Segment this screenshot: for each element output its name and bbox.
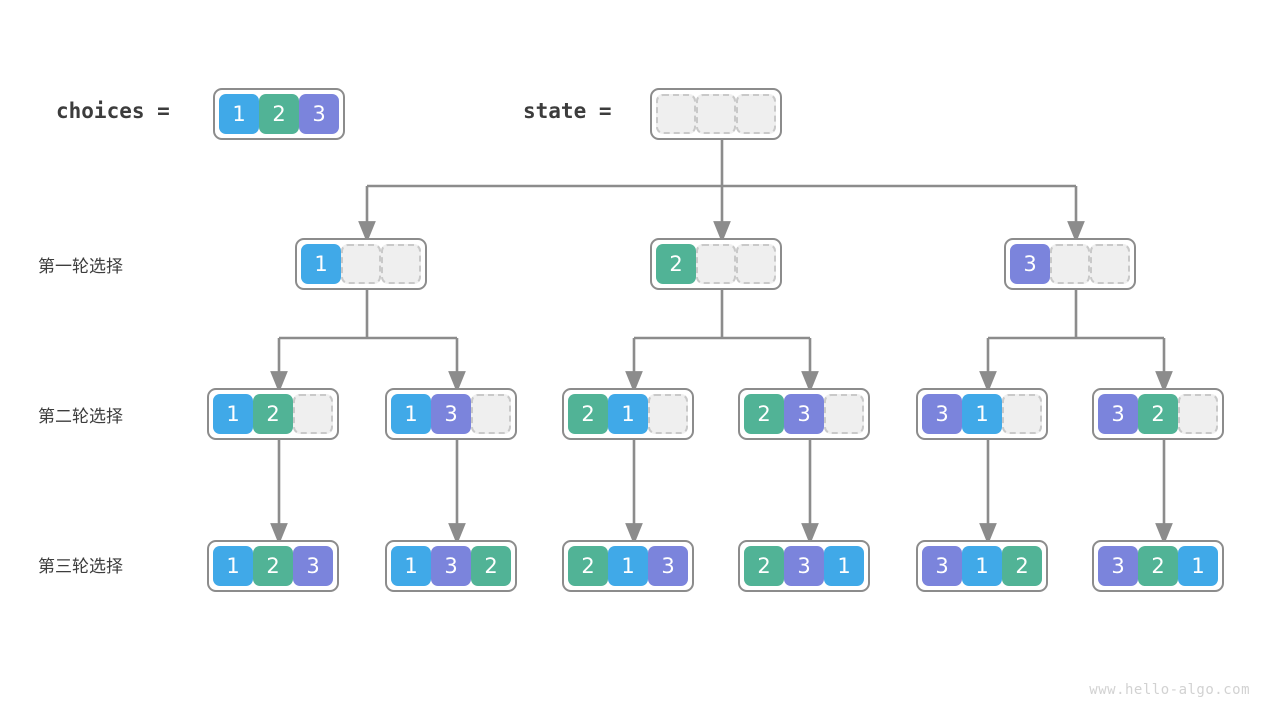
node-cell: 3 [293, 546, 333, 586]
node-level3-4: 3 1 2 [916, 540, 1048, 592]
node-cell-empty [1090, 244, 1130, 284]
node-cell: 3 [922, 546, 962, 586]
node-cell: 2 [744, 394, 784, 434]
node-cell: 2 [656, 244, 696, 284]
node-cell: 1 [301, 244, 341, 284]
row-label-round-1: 第一轮选择 [38, 257, 123, 277]
node-cell: 2 [1138, 546, 1178, 586]
node-level3-3: 2 3 1 [738, 540, 870, 592]
node-cell: 2 [744, 546, 784, 586]
node-level1-1: 2 [650, 238, 782, 290]
node-cell: 3 [784, 394, 824, 434]
node-cell: 2 [1002, 546, 1042, 586]
node-cell: 2 [471, 546, 511, 586]
node-cell: 3 [1098, 394, 1138, 434]
node-cell: 1 [391, 394, 431, 434]
node-cell: 3 [648, 546, 688, 586]
node-level2-0: 1 2 [207, 388, 339, 440]
node-level1-2: 3 [1004, 238, 1136, 290]
node-level2-4: 3 1 [916, 388, 1048, 440]
node-cell: 3 [431, 394, 471, 434]
node-level3-1: 1 3 2 [385, 540, 517, 592]
node-cell: 1 [824, 546, 864, 586]
row-label-round-2: 第二轮选择 [38, 407, 123, 427]
state-cell-0 [656, 94, 696, 134]
node-cell-empty [1050, 244, 1090, 284]
node-cell: 3 [1098, 546, 1138, 586]
state-label: state = [523, 99, 612, 123]
choices-array: 1 2 3 [213, 88, 345, 140]
choices-cell-2: 3 [299, 94, 339, 134]
node-cell-empty [293, 394, 333, 434]
node-cell: 1 [391, 546, 431, 586]
node-cell: 2 [253, 546, 293, 586]
state-cell-2 [736, 94, 776, 134]
row-label-round-3: 第三轮选择 [38, 557, 123, 577]
node-cell: 2 [1138, 394, 1178, 434]
state-cell-1 [696, 94, 736, 134]
node-cell: 1 [213, 546, 253, 586]
node-cell: 3 [431, 546, 471, 586]
node-cell: 1 [608, 394, 648, 434]
node-cell: 1 [608, 546, 648, 586]
node-cell-empty [1002, 394, 1042, 434]
node-cell-empty [648, 394, 688, 434]
node-cell: 2 [568, 394, 608, 434]
node-cell-empty [696, 244, 736, 284]
node-level2-5: 3 2 [1092, 388, 1224, 440]
node-cell: 1 [1178, 546, 1218, 586]
node-level2-1: 1 3 [385, 388, 517, 440]
node-cell-empty [824, 394, 864, 434]
node-level2-3: 2 3 [738, 388, 870, 440]
node-level3-5: 3 2 1 [1092, 540, 1224, 592]
node-cell-empty [736, 244, 776, 284]
node-cell: 3 [784, 546, 824, 586]
node-level3-2: 2 1 3 [562, 540, 694, 592]
state-array [650, 88, 782, 140]
node-cell: 2 [253, 394, 293, 434]
node-cell: 1 [962, 546, 1002, 586]
node-level3-0: 1 2 3 [207, 540, 339, 592]
node-cell: 1 [962, 394, 1002, 434]
node-level1-0: 1 [295, 238, 427, 290]
node-cell: 3 [1010, 244, 1050, 284]
node-cell-empty [341, 244, 381, 284]
node-cell-empty [1178, 394, 1218, 434]
choices-cell-1: 2 [259, 94, 299, 134]
node-cell-empty [471, 394, 511, 434]
node-cell: 3 [922, 394, 962, 434]
node-cell: 1 [213, 394, 253, 434]
watermark: www.hello-algo.com [1089, 682, 1250, 698]
choices-cell-0: 1 [219, 94, 259, 134]
node-cell: 2 [568, 546, 608, 586]
node-level2-2: 2 1 [562, 388, 694, 440]
choices-label: choices = [56, 99, 170, 123]
node-cell-empty [381, 244, 421, 284]
